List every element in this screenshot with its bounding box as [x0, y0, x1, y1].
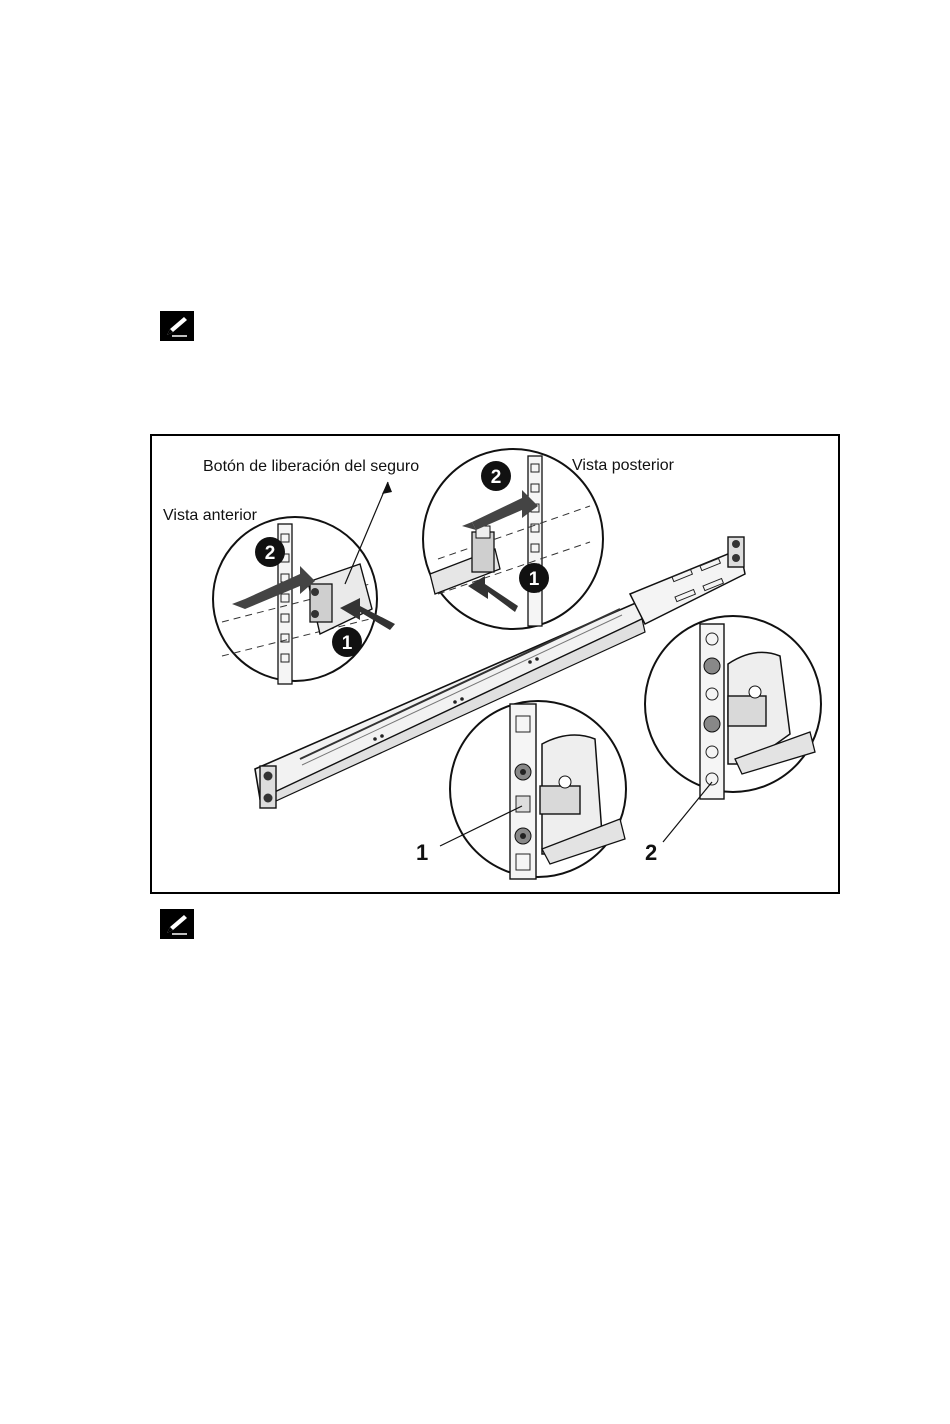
callout-2-label: 2	[645, 840, 657, 865]
rear-view-label: Vista posterior	[572, 457, 675, 474]
front-view-label: Vista anterior	[163, 507, 258, 524]
rear-step-1-label: 1	[529, 569, 540, 590]
rear-view-inset: 2 1	[423, 449, 603, 629]
rear-step-2-label: 2	[491, 467, 502, 488]
front-step-2-label: 2	[265, 543, 276, 564]
release-button-label: Botón de liberación del seguro	[203, 458, 419, 475]
rail-installation-figure: 2 1 2 1	[150, 434, 840, 894]
note-pencil-icon	[160, 909, 194, 939]
callout-1-label: 1	[416, 840, 428, 865]
front-step-1-label: 1	[342, 633, 353, 654]
note-pencil-icon	[160, 311, 194, 341]
detail-inset-1	[450, 701, 626, 879]
